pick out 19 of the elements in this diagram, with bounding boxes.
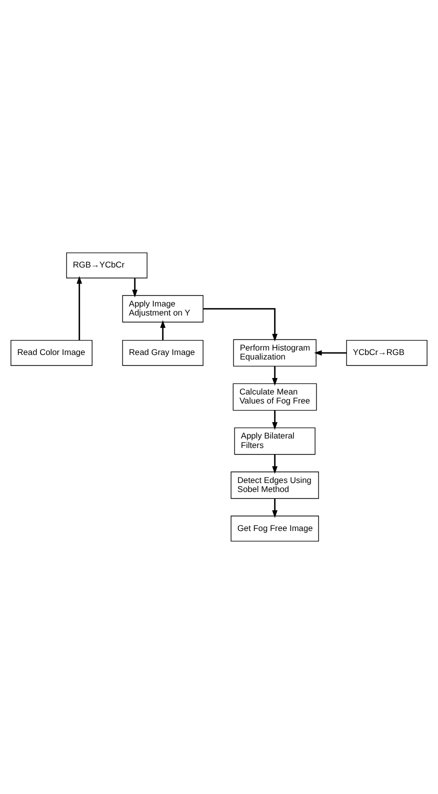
node-box: Detect Edges Using Sobel Method	[230, 472, 319, 499]
node-box: Read Color Image	[10, 340, 92, 366]
node-box: Apply Image Adjustment on Y	[122, 295, 204, 322]
arrow	[203, 308, 278, 342]
node-box: Read Gray Image	[122, 340, 204, 366]
arrow	[132, 278, 138, 298]
arrow	[160, 320, 166, 340]
arrow	[272, 498, 278, 518]
arrow	[272, 454, 278, 474]
arrow	[272, 410, 278, 430]
arrow	[76, 276, 82, 340]
node-box: YCbCr→RGB	[346, 340, 428, 366]
node-box: Perform Histogram Equalization	[233, 339, 316, 367]
node-box: Calculate Mean Values of Fog Free	[232, 383, 317, 411]
node-box: Get Fog Free Image	[230, 516, 319, 542]
node-box: RGB→YCbCr	[66, 252, 148, 278]
arrow	[272, 366, 278, 386]
arrow	[314, 350, 347, 356]
node-box: Apply Bilateral Filters	[234, 427, 316, 455]
